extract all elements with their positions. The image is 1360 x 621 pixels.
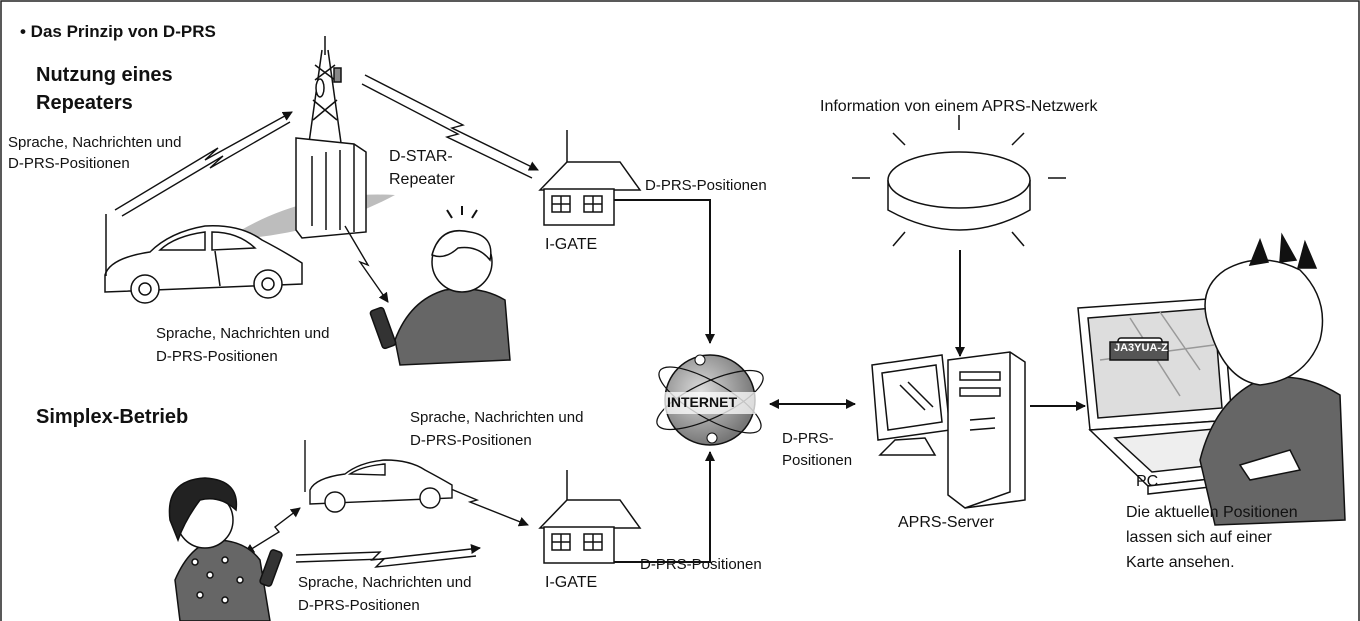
igate-bottom-link-label: D-PRS-Positionen (640, 556, 762, 573)
heading-simplex: Simplex-Betrieb (36, 406, 189, 428)
aprs-network-info-label: Information von einem APRS-Netzwerk (820, 98, 1098, 115)
car-icon (104, 214, 303, 304)
simplex-upper-label-line2: D-PRS-Positionen (410, 432, 532, 449)
callsign-label: JA3YUA-Z (1114, 342, 1168, 354)
simplex-lower-label-line1: Sprache, Nachrichten und (298, 574, 472, 591)
handheld-downlink-label-line2: D-PRS-Positionen (156, 348, 278, 365)
server-link-label-line1: D-PRS- (782, 430, 834, 447)
repeater-tower-icon (295, 36, 367, 239)
simplex-upper-label-line1: Sprache, Nachrichten und (410, 409, 584, 426)
igate-bottom-label: I-GATE (545, 574, 598, 591)
internet-globe-icon (656, 354, 764, 446)
car-uplink-label-line1: Sprache, Nachrichten und (8, 134, 182, 151)
diagram-title: • Das Prinzip von D-PRS (20, 22, 216, 41)
aprs-server-icon (871, 351, 1026, 509)
aprs-server-label: APRS-Server (898, 514, 995, 531)
wired-links (614, 199, 1086, 563)
heading-repeater-line2: Repeaters (36, 92, 133, 114)
pc-user-icon (1199, 232, 1346, 526)
heading-repeater-line1: Nutzung eines (36, 64, 173, 86)
igate-top-label: I-GATE (545, 236, 598, 253)
handheld-user-icon (369, 206, 511, 366)
server-link-label-line2: Positionen (782, 452, 853, 469)
pc-caption-line2: lassen sich auf einer (1126, 529, 1272, 546)
simplex-lower-label-line2: D-PRS-Positionen (298, 597, 420, 614)
internet-label: INTERNET (667, 394, 737, 410)
radio-links (114, 74, 539, 568)
igate-top-link-label: D-PRS-Positionen (645, 177, 767, 194)
car-uplink-label-line2: D-PRS-Positionen (8, 155, 130, 172)
igate-top-icon (538, 130, 642, 226)
aprs-network-icon (852, 115, 1066, 247)
simplex-car-icon (304, 440, 453, 513)
repeater-label-line1: D-STAR- (389, 148, 453, 165)
pc-caption-line1: Die aktuellen Positionen (1126, 504, 1298, 521)
pc-label: PC (1136, 473, 1159, 490)
simplex-person-icon (168, 477, 283, 621)
pc-caption-line3: Karte ansehen. (1126, 554, 1235, 571)
handheld-downlink-label-line1: Sprache, Nachrichten und (156, 325, 330, 342)
igate-bottom-icon (538, 470, 642, 564)
repeater-label-line2: Repeater (389, 171, 455, 188)
